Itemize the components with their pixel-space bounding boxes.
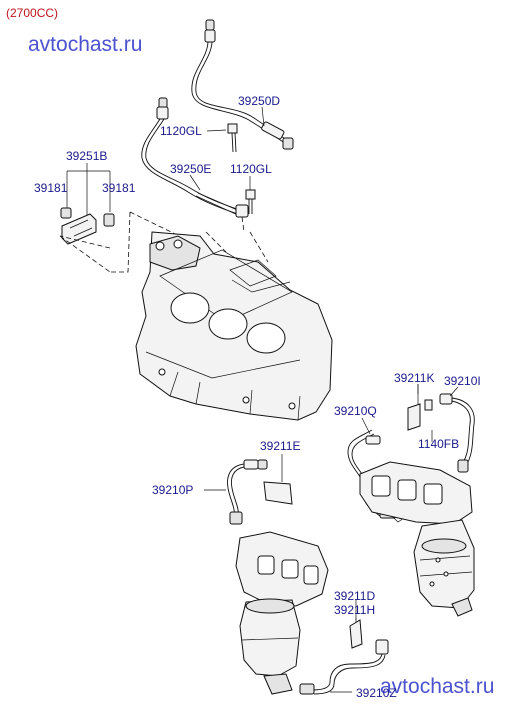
bracket-39251b — [59, 163, 201, 273]
part-label-39210p: 39210P — [152, 483, 193, 497]
part-label-39181-right: 39181 — [102, 181, 136, 195]
part-label-39211d: 39211D — [334, 589, 375, 603]
part-label-39211h: 39211H — [334, 603, 375, 617]
watermark-bottom: avtochast.ru — [380, 675, 494, 698]
part-label-39211e: 39211E — [260, 439, 300, 453]
part-label-39250d: 39250D — [238, 94, 280, 108]
part-label-39251b: 39251B — [66, 149, 107, 163]
part-label-39181-left: 39181 — [34, 181, 68, 195]
exhaust-manifold-left — [235, 531, 329, 695]
engine-tag: (2700CC) — [6, 6, 58, 20]
oxygen-sensor-39210i — [424, 393, 475, 473]
part-label-1140fb: 1140FB — [418, 437, 459, 451]
knock-sensor-39250d — [191, 19, 294, 150]
engine-block — [135, 231, 333, 421]
watermark-top: avtochast.ru — [28, 33, 142, 56]
knock-sensor-39250e — [141, 97, 249, 233]
bolt-1120gl-upper — [206, 123, 238, 153]
part-label-39250e: 39250E — [170, 162, 211, 176]
leader-lines — [189, 106, 459, 622]
part-label-39210i: 39210I — [444, 374, 481, 388]
part-label-1120gl-lower: 1120GL — [230, 162, 272, 176]
part-label-1120gl-upper: 1120GL — [160, 124, 202, 138]
bracket-39211e — [263, 454, 293, 505]
oxygen-sensor-39210z — [299, 639, 389, 695]
bolt-1120gl-lower — [245, 176, 256, 214]
part-label-39211k: 39211K — [394, 371, 434, 385]
oxygen-sensor-39210p — [204, 459, 268, 525]
part-label-39210z: 39210Z — [356, 686, 397, 700]
part-label-39210q: 39210Q — [334, 404, 377, 418]
bracket-39211d — [349, 600, 363, 649]
exhaust-manifold-right — [359, 461, 475, 617]
